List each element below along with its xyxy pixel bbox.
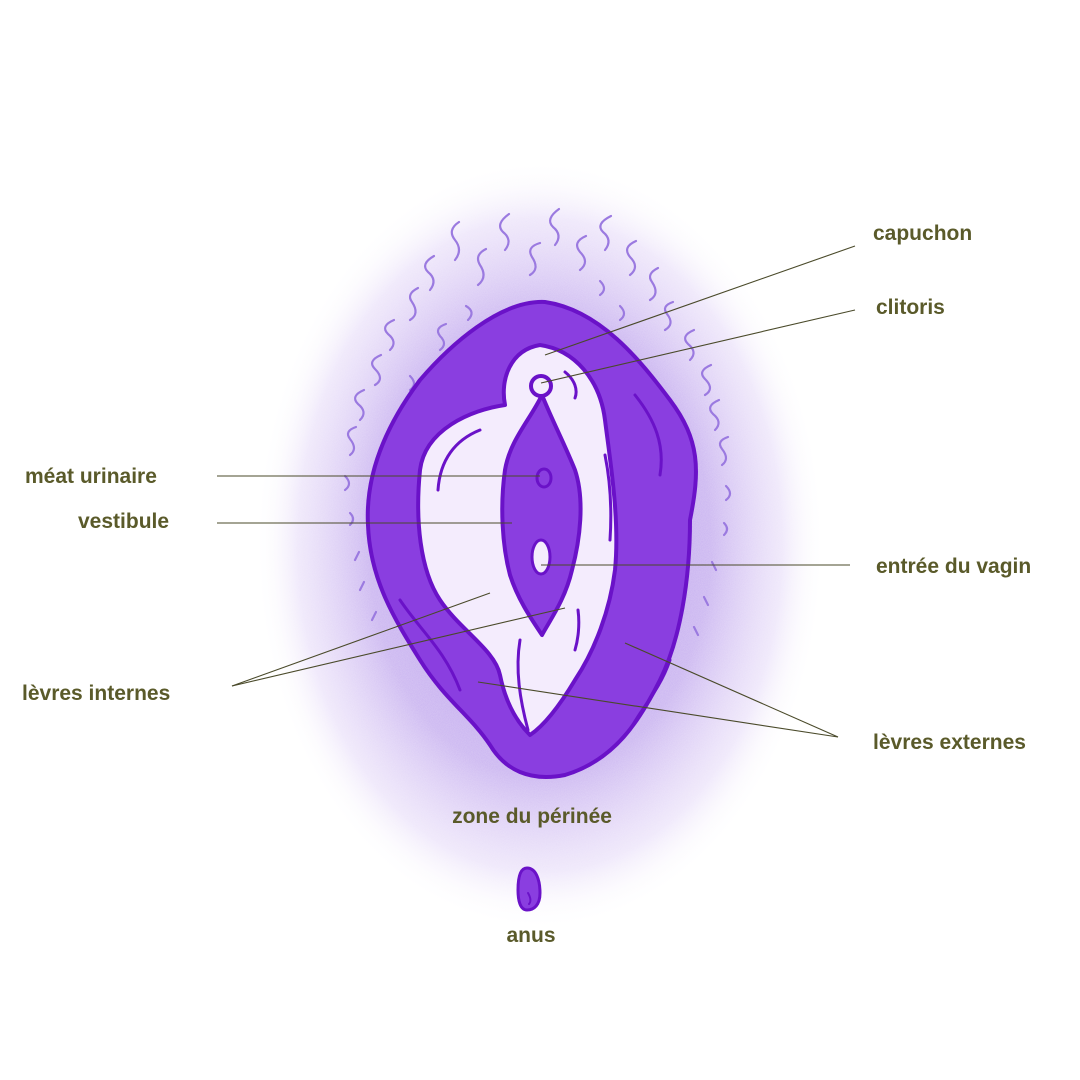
- label-levres-internes: lèvres internes: [22, 682, 170, 705]
- label-zone-du-perinee: zone du périnée: [452, 805, 612, 828]
- label-anus: anus: [506, 924, 555, 947]
- anus-fold: [527, 892, 532, 905]
- anus-shape: [516, 866, 542, 912]
- label-meat-urinaire: méat urinaire: [25, 465, 157, 488]
- leader-levres-externes-2: [624, 642, 839, 738]
- leader-levres-internes-2: [231, 607, 566, 687]
- label-levres-externes: lèvres externes: [873, 731, 1026, 754]
- pubic-hair: [343, 207, 732, 637]
- leader-levres-internes-1: [231, 592, 491, 687]
- urethral-meatus-shape: [535, 467, 553, 489]
- leader-levres-externes-1: [477, 681, 839, 738]
- vestibule-shape: [500, 393, 583, 637]
- vaginal-opening-shape: [530, 538, 552, 576]
- fold-lines: [398, 370, 672, 732]
- label-clitoris: clitoris: [876, 296, 945, 319]
- leader-capuchon: [544, 245, 856, 356]
- label-entree-du-vagin: entrée du vagin: [876, 555, 1031, 578]
- label-vestibule: vestibule: [78, 510, 169, 533]
- leader-lines: [217, 245, 856, 738]
- leader-clitoris: [540, 309, 856, 384]
- label-capuchon: capuchon: [873, 222, 972, 245]
- clitoris-shape: [529, 374, 553, 398]
